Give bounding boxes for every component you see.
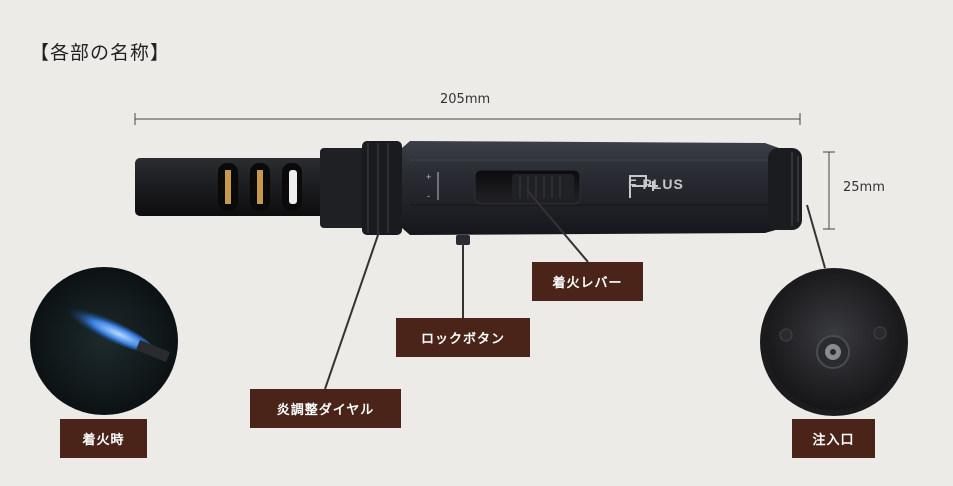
ignition-lever[interactable] bbox=[474, 169, 581, 205]
leader-lines bbox=[324, 189, 826, 390]
length-dimension-line bbox=[134, 113, 801, 125]
ignition-photo bbox=[30, 267, 178, 415]
diameter-dimension-line bbox=[823, 151, 835, 230]
fill-port-photo bbox=[760, 268, 908, 416]
flame-dial-label: 炎調整ダイヤル bbox=[250, 389, 401, 428]
svg-text:-: - bbox=[427, 191, 430, 201]
length-label: 205mm bbox=[440, 92, 491, 107]
ignition-lever-label: 着火レバー bbox=[532, 262, 643, 301]
diameter-label: 25mm bbox=[843, 180, 885, 195]
lock-button[interactable] bbox=[456, 235, 470, 245]
svg-text:+: + bbox=[426, 172, 431, 182]
torch-body bbox=[402, 141, 802, 235]
brand-logo-icon bbox=[629, 175, 658, 198]
torch-nozzle bbox=[135, 148, 370, 228]
flame-level-marking: + - bbox=[426, 172, 439, 201]
ignition-state-label: 着火時 bbox=[60, 419, 147, 458]
section-title: 【各部の名称】 bbox=[30, 42, 171, 64]
flame-dial[interactable] bbox=[362, 141, 402, 235]
brand-name: F PLUS bbox=[628, 176, 684, 192]
fill-port-label: 注入口 bbox=[792, 419, 875, 458]
lock-button-label: ロックボタン bbox=[396, 318, 530, 357]
